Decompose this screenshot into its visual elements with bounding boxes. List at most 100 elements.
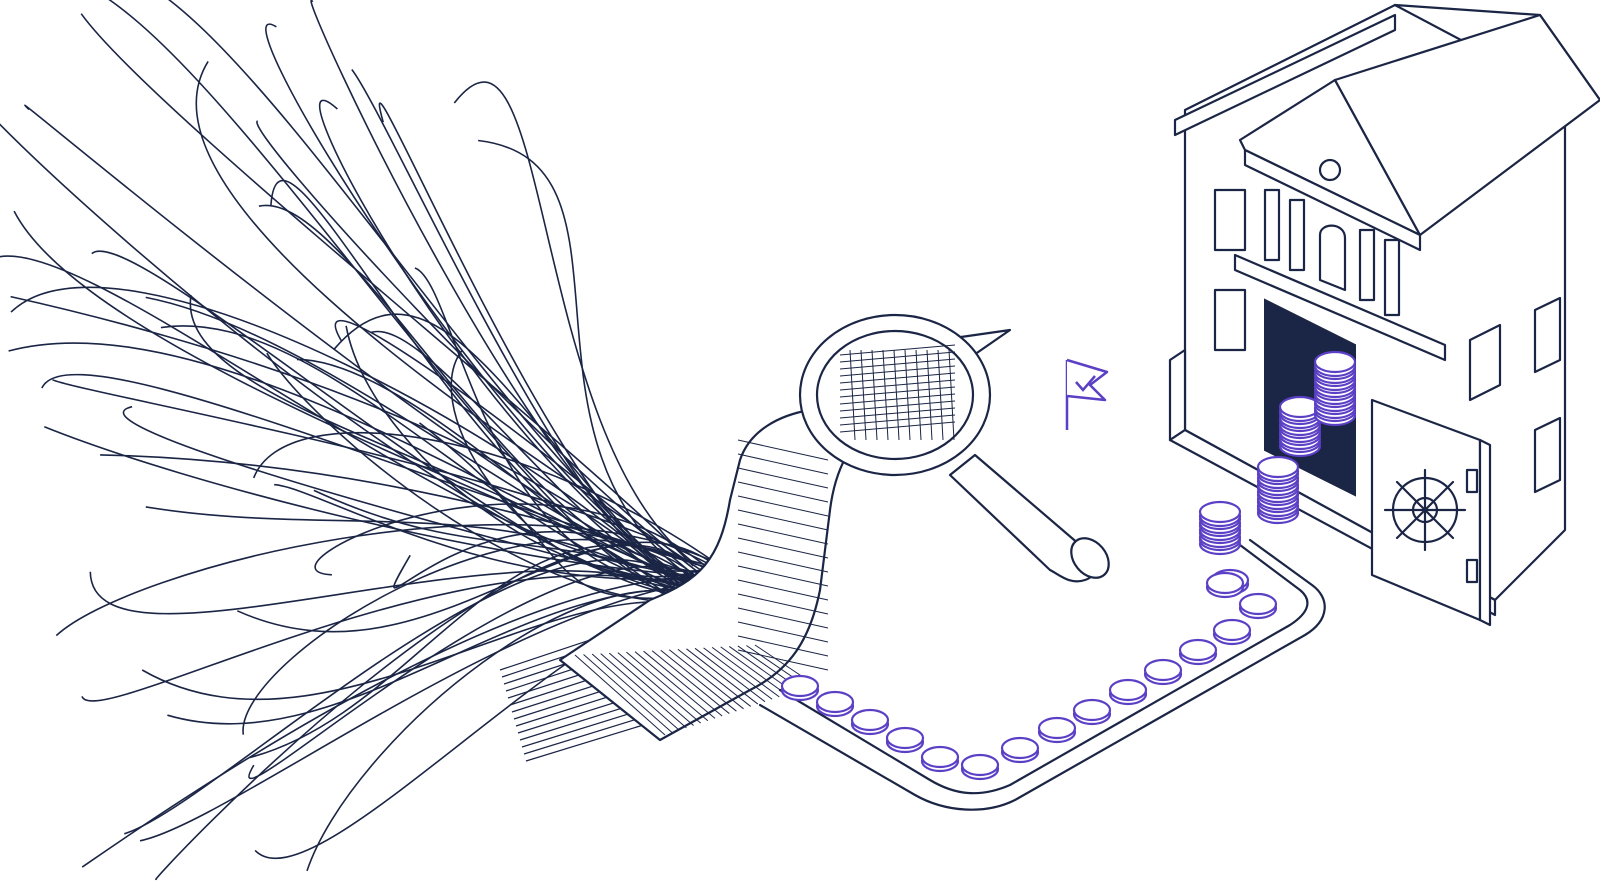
tangled-line	[274, 483, 695, 581]
tangled-line	[81, 574, 714, 702]
tangled-line	[89, 570, 700, 615]
tangled-line	[252, 431, 727, 571]
tangled-line	[55, 523, 725, 637]
ribbon-grid-line	[608, 652, 694, 726]
ribbon-grid-line	[574, 654, 666, 736]
ribbon-grid-line	[737, 649, 829, 671]
tangled-line	[195, 60, 712, 578]
lens-grid-line	[948, 349, 955, 441]
lens-grid-line	[839, 379, 956, 391]
ribbon-grid-line	[583, 654, 673, 733]
tangled-line	[189, 294, 694, 612]
tangled-line	[81, 575, 708, 868]
ribbon-grid-line	[643, 650, 723, 717]
ribbon-grid-line	[737, 481, 829, 503]
tangled-line	[258, 204, 722, 579]
ribbon-grid-line	[591, 653, 680, 731]
lens-grid-line	[849, 349, 856, 441]
ribbon-grid-line	[626, 651, 709, 722]
coin-path	[758, 503, 1326, 811]
ribbon-grid-line	[651, 650, 730, 714]
tangled-line	[167, 588, 709, 725]
ribbon-grid-line	[737, 593, 829, 615]
lens-grid-line	[839, 344, 956, 356]
ribbon-grid-line	[737, 537, 829, 559]
path-coin	[1143, 658, 1183, 686]
lens-grid-line	[893, 349, 900, 441]
path-coin	[1205, 571, 1245, 599]
ribbon-grid-line	[720, 646, 787, 695]
tangled-line	[10, 295, 705, 615]
lens-grid-line	[839, 393, 956, 405]
tangled-line	[139, 582, 691, 842]
tangled-lines	[0, 0, 729, 880]
path-coin	[1000, 736, 1040, 764]
path-coin	[1178, 638, 1218, 666]
ribbon-grid-line	[737, 523, 829, 545]
ribbon-grid-line	[703, 647, 773, 700]
ribbon-grid-line	[737, 579, 829, 601]
tangled-line	[80, 13, 694, 567]
path-coin	[1072, 698, 1112, 726]
lens-grid-line	[839, 351, 956, 363]
stack-coin	[1313, 350, 1357, 378]
ribbon-grid-line	[737, 495, 829, 517]
lens-grid-line	[926, 349, 933, 441]
ribbon-grid-line	[737, 635, 829, 657]
tangled-line	[122, 405, 694, 591]
coin-stack-icon	[1198, 350, 1357, 556]
path-coin	[960, 753, 1000, 781]
lens-grid-line	[860, 349, 867, 441]
ribbon-grid-line	[737, 467, 829, 489]
lens-grid-line	[839, 372, 956, 384]
lens-grid-line	[915, 349, 922, 441]
ribbon-grid-line	[737, 439, 829, 461]
tangled-line	[419, 422, 700, 600]
tangled-line	[0, 255, 715, 572]
ribbon-grid-line	[668, 649, 744, 710]
lens-grid-line	[839, 358, 956, 370]
ribbon-grid-line	[737, 509, 829, 531]
data-ribbon	[558, 328, 1012, 742]
ribbon-grid-line	[737, 607, 829, 629]
tangled-line	[155, 544, 692, 880]
tangled-line	[351, 69, 694, 582]
lens-grid-line	[871, 349, 878, 441]
stack-coin	[1256, 455, 1300, 483]
tangled-line	[13, 210, 711, 593]
path-coin	[815, 690, 855, 718]
ribbon-grid-line	[737, 453, 829, 475]
lens-grid-line	[937, 349, 944, 441]
ribbon-grid-line	[711, 646, 780, 698]
tangled-line	[24, 104, 697, 583]
lens-grid-line	[839, 365, 956, 377]
ribbon-grid-line	[600, 653, 687, 729]
ribbon-grid-line	[660, 649, 737, 712]
tangled-line	[296, 358, 696, 611]
tangled-line	[44, 426, 707, 577]
ribbon-grid-line	[737, 621, 829, 643]
tangled-line	[310, 0, 703, 584]
tangled-line	[41, 373, 721, 570]
tangled-line	[453, 81, 698, 566]
tangled-line	[236, 541, 722, 633]
magnifying-glass-icon	[798, 313, 1110, 583]
path-coin	[850, 708, 890, 736]
ribbon-grid-line	[737, 551, 829, 573]
lens-grid-line	[839, 421, 956, 433]
ribbon-grid-line	[686, 648, 759, 705]
stack-coin	[1198, 500, 1242, 528]
check-flag-icon	[1065, 358, 1109, 430]
path-coin	[1037, 716, 1077, 744]
lens-grid-line	[904, 349, 911, 441]
ribbon-grid-line	[694, 647, 766, 703]
tangled-line	[124, 558, 701, 835]
tangled-line	[167, 0, 721, 610]
path-coin	[1238, 592, 1278, 620]
tangled-line	[318, 99, 718, 602]
tangled-line	[256, 120, 710, 582]
ribbon-grid-line	[634, 651, 716, 719]
lens-grid-line	[882, 349, 889, 441]
ribbon-grid-line	[737, 565, 829, 587]
